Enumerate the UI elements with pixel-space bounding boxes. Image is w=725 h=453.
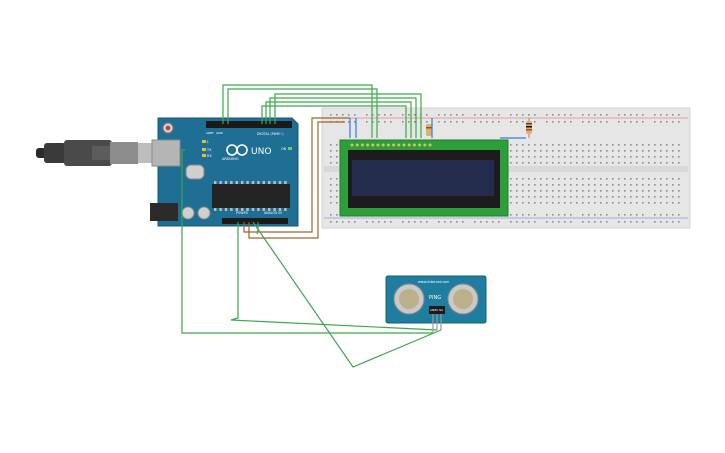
green-wire xyxy=(269,97,417,138)
arduino-board: UNO ARDUINO DIGITAL (PWM~) POWER ANALOG … xyxy=(150,117,299,227)
lcd-pins xyxy=(350,143,432,147)
sensor-brand: www.tinkercad.com xyxy=(418,280,449,284)
led-on-label: ON xyxy=(281,147,287,151)
lcd-module xyxy=(339,139,509,217)
arduino-logo xyxy=(226,144,248,156)
aref-label: AREF xyxy=(206,131,214,135)
led-l xyxy=(202,140,206,143)
led-on xyxy=(288,147,292,150)
green-wire xyxy=(181,149,433,334)
wires xyxy=(181,84,526,368)
sensor-header xyxy=(429,306,445,314)
green-wire xyxy=(256,222,259,235)
sensor-ping-label: PING xyxy=(429,295,441,301)
green-wire xyxy=(265,101,412,138)
digital-label: DIGITAL (PWM~) xyxy=(257,132,283,136)
green-wire xyxy=(252,221,442,368)
capacitor xyxy=(181,206,195,220)
sensor-pin-gnd: GND xyxy=(430,309,436,312)
led-rx-label: RX xyxy=(207,154,212,158)
sensor-pin-5v: 5V xyxy=(435,309,439,312)
analog-power-header xyxy=(222,218,288,224)
green-wire xyxy=(222,84,373,138)
green-wire xyxy=(274,93,422,138)
sensor-pin-sig: SIG xyxy=(439,309,443,312)
green-wire xyxy=(227,88,378,138)
brown-wire xyxy=(248,121,345,239)
potentiometer-leads xyxy=(426,124,432,136)
led-tx xyxy=(202,148,206,151)
green-wire xyxy=(261,105,407,138)
board-name: UNO xyxy=(251,147,271,157)
capacitor xyxy=(197,206,211,220)
digital-header xyxy=(206,121,292,128)
led-l-label: L xyxy=(207,140,209,144)
gnd-label: GND xyxy=(216,131,224,135)
ultrasonic-sensor: www.tinkercad.com PING GND 5V SIG xyxy=(385,275,487,333)
lcd-screen xyxy=(352,160,494,196)
usb-cable xyxy=(36,140,160,166)
crystal xyxy=(185,164,205,180)
power-jack xyxy=(150,203,178,221)
usb-port xyxy=(151,139,181,167)
resistor xyxy=(526,118,532,138)
green-wire xyxy=(230,222,438,331)
led-rx xyxy=(202,154,206,157)
power-label: POWER xyxy=(236,211,249,215)
brown-wire xyxy=(243,117,350,233)
analog-label: ANALOG IN xyxy=(264,211,282,215)
brand-label: ARDUINO xyxy=(222,157,239,161)
atmega-chip xyxy=(212,184,290,208)
led-tx-label: TX xyxy=(206,148,212,152)
